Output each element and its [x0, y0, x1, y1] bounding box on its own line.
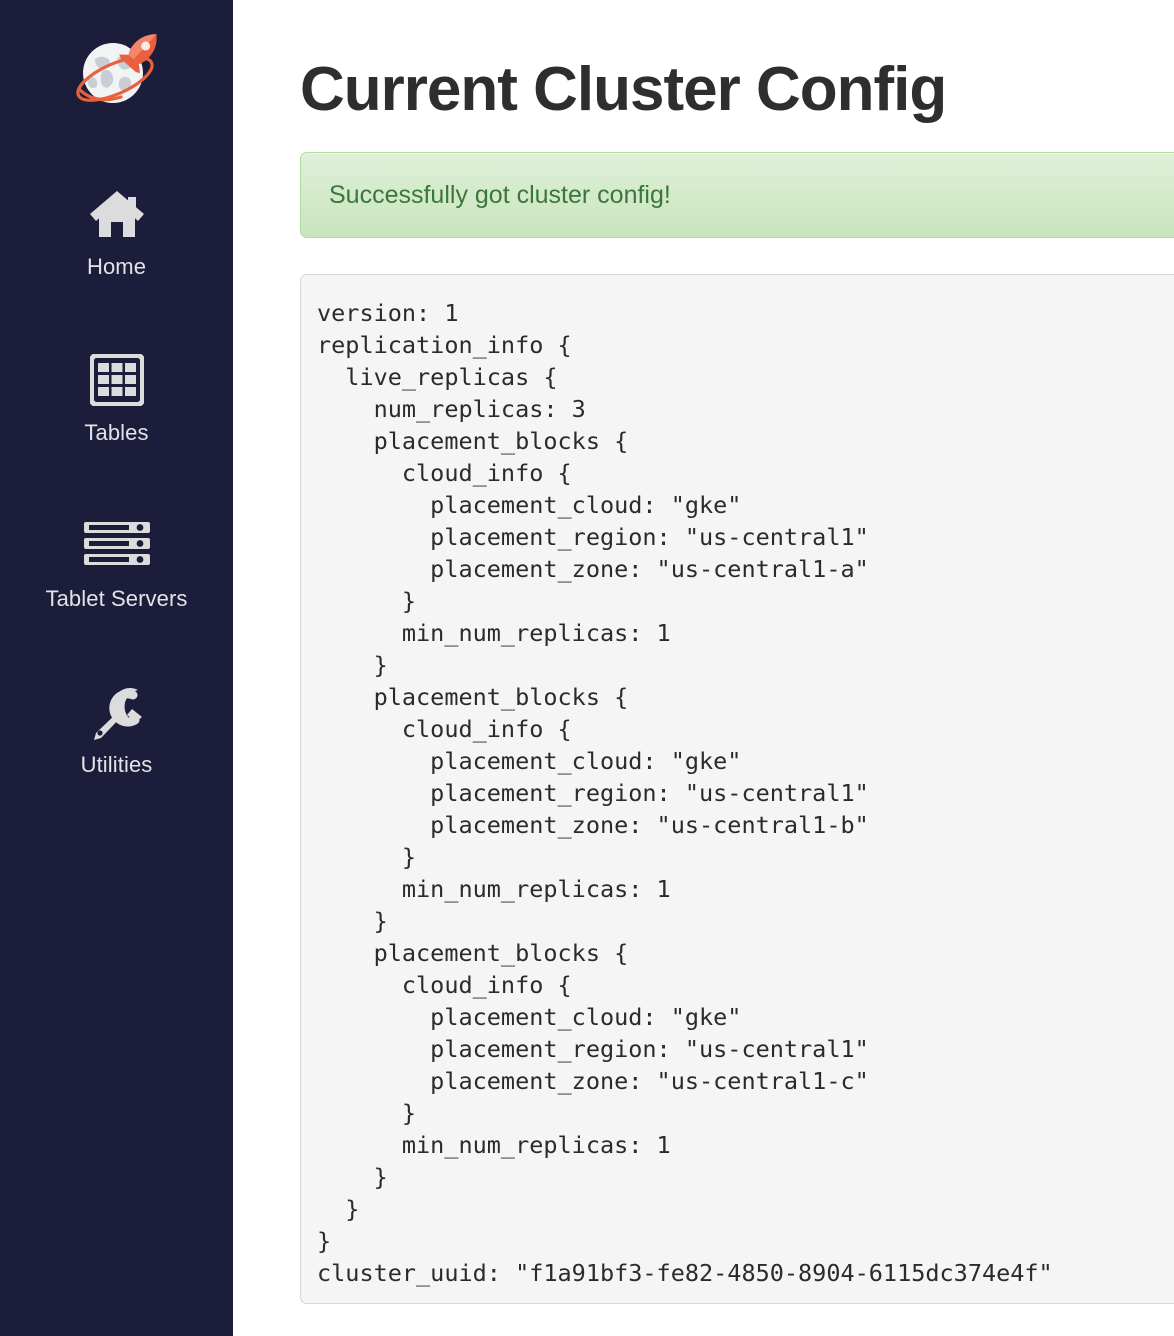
brand-logo-container[interactable]	[0, 0, 233, 140]
home-icon	[0, 188, 233, 244]
sidebar-item-tablet-servers[interactable]: Tablet Servers	[0, 520, 233, 612]
wrench-icon	[0, 686, 233, 742]
globe-rocket-logo	[75, 34, 157, 103]
sidebar-item-label: Tablet Servers	[45, 586, 188, 611]
sidebar: Home Ta	[0, 0, 233, 1336]
alert-message: Successfully got cluster config!	[329, 181, 671, 209]
page-title: Current Cluster Config	[300, 55, 947, 124]
sidebar-item-home[interactable]: Home	[0, 188, 233, 280]
sidebar-item-tables[interactable]: Tables	[0, 354, 233, 446]
status-alert-success: Successfully got cluster config!	[300, 152, 1174, 238]
grid-table-icon	[0, 354, 233, 410]
sidebar-item-label: Utilities	[80, 752, 153, 777]
server-rack-icon	[0, 520, 233, 576]
main-content: Current Cluster Config Successfully got …	[233, 0, 1174, 1336]
cluster-config-card: version: 1 replication_info { live_repli…	[300, 274, 1174, 1304]
cluster-config-code: version: 1 replication_info { live_repli…	[317, 299, 1053, 1287]
sidebar-nav: Home Ta	[0, 140, 233, 778]
sidebar-item-label: Home	[86, 254, 147, 279]
sidebar-item-label: Tables	[84, 420, 149, 445]
sidebar-item-utilities[interactable]: Utilities	[0, 686, 233, 778]
